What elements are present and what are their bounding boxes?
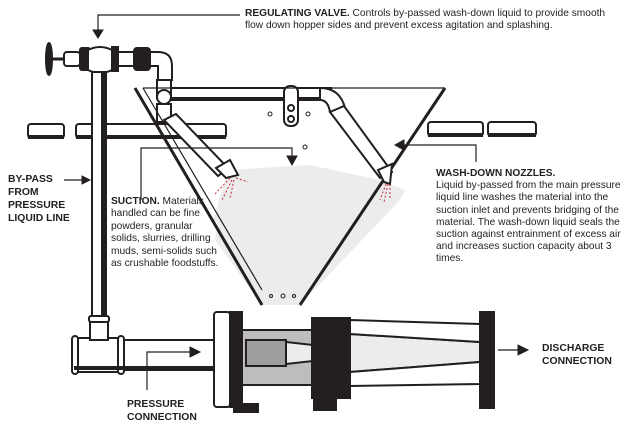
regulating-valve-description: Controls by-passed wash-down liquid to p… xyxy=(245,8,606,32)
bypass-line-3: PRESSURE xyxy=(8,200,66,211)
discharge-connection-line-1: DISCHARGE xyxy=(542,343,605,354)
wash-down-nozzle-left xyxy=(162,112,240,180)
bypass-label: BY-PASS FROM PRESSURE LIQUID LINE xyxy=(8,173,98,225)
suction-pointer xyxy=(140,147,298,200)
regulating-valve xyxy=(45,42,173,323)
pressure-connection-label: PRESSURE CONNECTION xyxy=(127,398,237,424)
regulating-valve-pointer xyxy=(92,14,240,39)
wash-down-pointer xyxy=(393,139,477,162)
suction-description: Materials handled can be fine powders, g… xyxy=(111,196,219,270)
suction-heading: SUCTION. xyxy=(111,196,160,207)
eductor-body xyxy=(213,311,495,413)
pressure-inlet-pipe xyxy=(71,321,215,375)
wash-down-header xyxy=(170,85,347,127)
pressure-pointer xyxy=(146,346,202,390)
spray-pattern xyxy=(214,177,391,203)
wash-down-nozzles-heading: WASH-DOWN NOZZLES. xyxy=(436,168,556,179)
discharge-connection-label: DISCHARGE CONNECTION xyxy=(542,342,628,368)
bypass-arrow xyxy=(64,175,92,185)
pressure-connection-line-1: PRESSURE xyxy=(127,399,185,410)
bypass-line-1: BY-PASS xyxy=(8,174,53,185)
bypass-line-4: LIQUID LINE xyxy=(8,213,70,224)
wash-down-nozzles-description: Liquid by-passed from the main pressure … xyxy=(436,180,621,265)
wash-down-nozzles-label: WASH-DOWN NOZZLES. Liquid by-passed from… xyxy=(436,168,626,266)
regulating-valve-heading: REGULATING VALVE. xyxy=(245,8,350,19)
discharge-connection-line-2: CONNECTION xyxy=(542,356,612,367)
discharge-arrow xyxy=(498,344,530,356)
bypass-line-2: FROM xyxy=(8,187,39,198)
regulating-valve-label: REGULATING VALVE. Controls by-passed was… xyxy=(245,8,615,33)
pressure-connection-line-2: CONNECTION xyxy=(127,412,197,423)
suction-label: SUCTION. Materials handled can be fine p… xyxy=(111,196,221,270)
